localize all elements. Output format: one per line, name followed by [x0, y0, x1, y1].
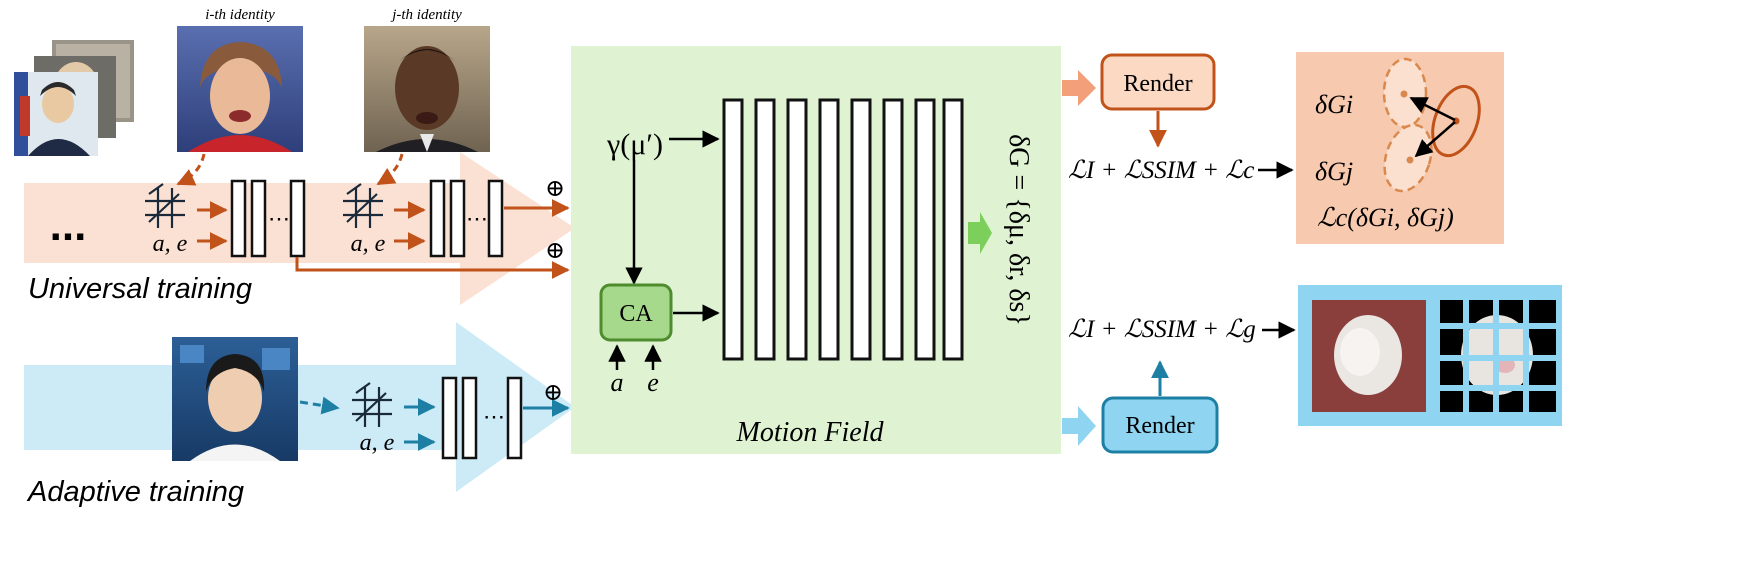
i-face-to-grid-arrow — [176, 153, 206, 186]
e-label: e — [647, 368, 659, 397]
a-label: a — [611, 368, 624, 397]
grid-icon — [145, 183, 185, 228]
gamma-mu-label: γ(μ′) — [606, 128, 663, 161]
loss-top: ℒI + ℒSSIM + ℒc — [1068, 157, 1254, 184]
oplus-middle: ⊕ — [545, 236, 565, 264]
delta-i-arrow — [1409, 96, 1456, 122]
lc-label: ℒc(δGi, δGj) — [1317, 203, 1454, 232]
adaptive-face-image — [172, 337, 298, 461]
dg-i-label: δGi — [1315, 90, 1353, 119]
top-branch-arrow — [1062, 70, 1096, 106]
i-identity-face-image — [177, 26, 303, 152]
j-identity-face-image — [364, 26, 490, 152]
ca-label: CA — [619, 301, 653, 327]
render-block-bottom — [1101, 396, 1219, 454]
motion-output-arrow — [968, 212, 992, 254]
j-face-to-grid-arrow — [376, 153, 404, 186]
universal-training-label: Universal training — [28, 273, 252, 305]
oplus-bottom: ⊕ — [543, 378, 563, 406]
dg-j-label: δGj — [1315, 157, 1353, 186]
grid-icon — [352, 382, 392, 427]
i-identity-label: i-th identity — [205, 7, 275, 23]
ca-block — [599, 283, 673, 342]
motion-field-label: Motion Field — [736, 417, 885, 448]
gaussian-i-center — [1400, 90, 1408, 98]
motion-field-mlp-layers — [722, 98, 964, 361]
universal-mlp-block-1 — [230, 179, 306, 258]
render-label-top: Render — [1123, 71, 1192, 97]
gaussian-j-center — [1406, 156, 1414, 164]
delta-g-label: δG = {δμ, δr, δs} — [1003, 134, 1034, 326]
mlp-dots-2: ⋯ — [466, 207, 488, 232]
adaptive-face-to-grid-arrow — [299, 396, 340, 415]
render-block-top — [1100, 53, 1216, 111]
bottom-branch-arrow — [1062, 406, 1096, 446]
motion-field-panel — [571, 46, 1061, 454]
loss-bottom: ℒI + ℒSSIM + ℒg — [1068, 316, 1256, 343]
adaptive-training-label: Adaptive training — [26, 476, 244, 508]
j-identity-label: j-th identity — [390, 7, 462, 23]
grid-masked-head-image — [1440, 300, 1556, 412]
universal-ellipsis: ... — [50, 201, 87, 250]
oplus-top: ⊕ — [545, 174, 565, 202]
mlp-dots-1: ⋯ — [268, 207, 290, 232]
grid-icon — [343, 183, 383, 228]
universal-skip-arrow — [295, 257, 570, 279]
universal-ae-label-2: a, e — [351, 231, 386, 257]
universal-mlp-block-2 — [429, 179, 504, 258]
adaptive-mlp-block — [441, 376, 523, 460]
mlp-dots-3: ⋯ — [483, 405, 505, 430]
identity-image-stack — [14, 40, 134, 156]
adaptive-ae-label: a, e — [360, 430, 395, 456]
universal-ae-label-1: a, e — [153, 231, 188, 257]
gaussian-base-ellipse — [1431, 84, 1481, 158]
render-label-bottom: Render — [1125, 413, 1194, 439]
rendered-head-image — [1312, 300, 1426, 412]
delta-j-arrow — [1414, 121, 1456, 158]
